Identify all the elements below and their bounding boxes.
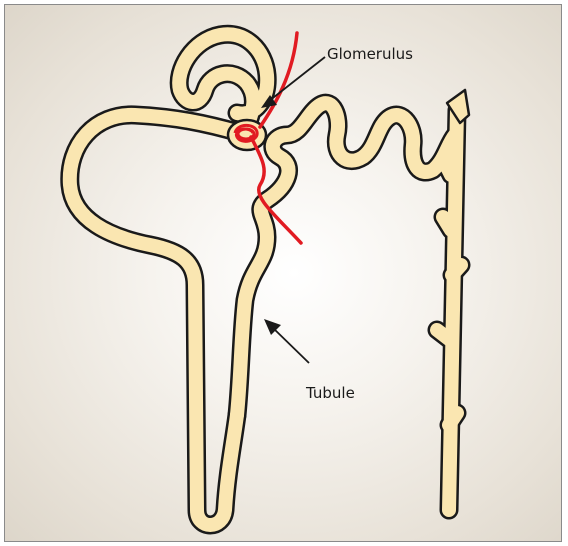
glomerulus-label: Glomerulus bbox=[327, 45, 413, 63]
proximal-arc bbox=[70, 115, 240, 525]
tubule-label: Tubule bbox=[306, 384, 355, 402]
nephron-diagram bbox=[5, 5, 562, 542]
tubule-arrow bbox=[264, 319, 309, 363]
proximal-arc-outline bbox=[70, 115, 240, 525]
diagram-panel: Glomerulus Tubule bbox=[4, 4, 562, 542]
